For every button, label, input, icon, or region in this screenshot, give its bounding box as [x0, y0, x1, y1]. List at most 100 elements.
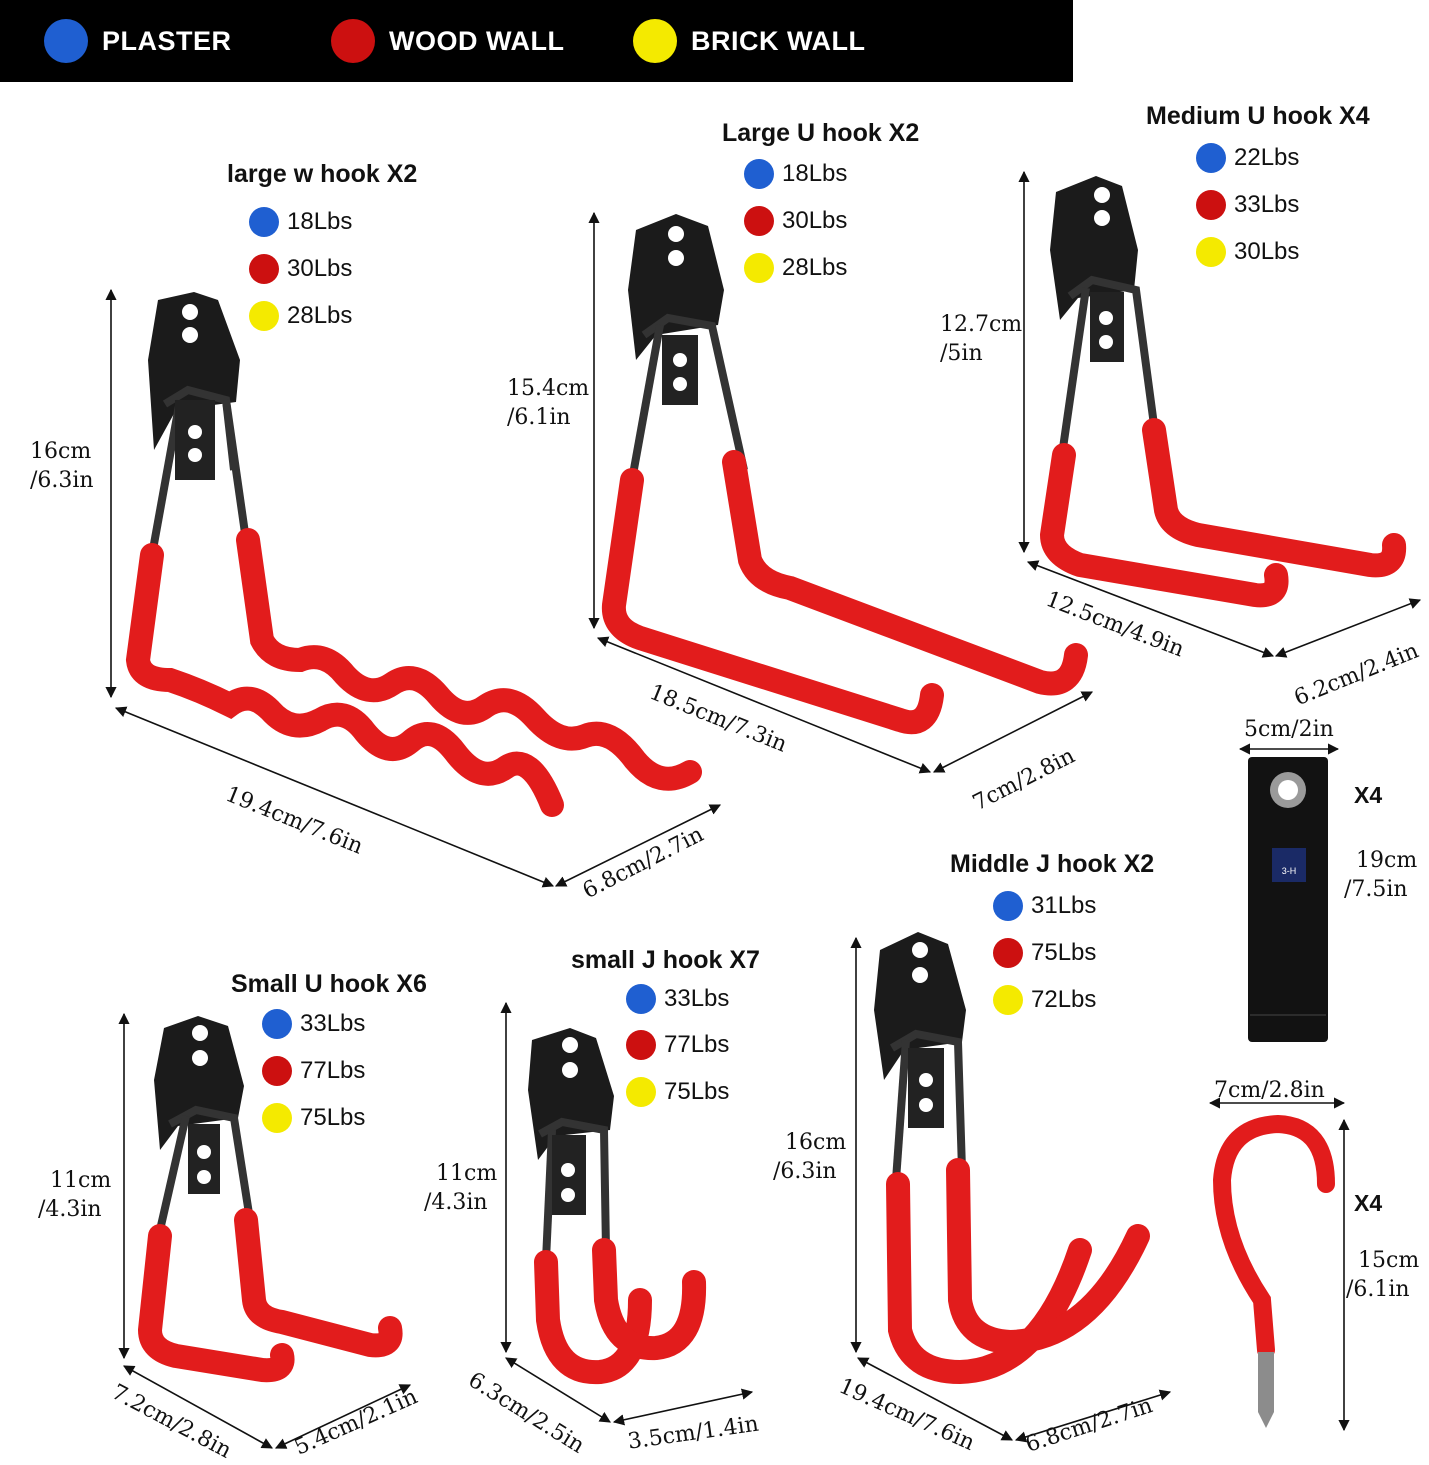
brick-wall-dot-icon — [1196, 237, 1226, 267]
wood-wall-dot-icon — [249, 254, 279, 284]
plaster-dot-icon — [993, 891, 1023, 921]
wood-wall-rating: 30Lbs — [744, 204, 847, 238]
rating-value: 30Lbs — [1234, 238, 1300, 265]
dimension-cm: 12.7cm — [940, 312, 1023, 337]
wood-wall-rating: 77Lbs — [626, 1028, 729, 1062]
plaster-rating: 22Lbs — [1196, 141, 1299, 175]
dimension-in: /6.1in — [507, 405, 571, 430]
brick-wall-dot-icon — [626, 1077, 656, 1107]
middle-j-hook-title: Middle J hook X2 — [950, 850, 1155, 878]
rating-value: 30Lbs — [287, 255, 353, 282]
brick-wall-rating: 75Lbs — [262, 1101, 365, 1135]
dimension-in: /5in — [940, 341, 983, 366]
small-j-hook-title: small J hook X7 — [571, 946, 760, 974]
rating-value: 33Lbs — [1234, 191, 1300, 218]
rating-value: 18Lbs — [782, 160, 848, 187]
legend-wood-wall: WOOD WALL — [331, 18, 564, 64]
wood-wall-rating: 30Lbs — [249, 252, 352, 286]
screw-hook-width-dimension: 7cm/2.8in — [1214, 1078, 1325, 1103]
screw-hook-image — [1212, 1114, 1335, 1428]
brick-wall-dot-icon — [633, 19, 677, 63]
brick-wall-rating: 72Lbs — [993, 983, 1096, 1017]
large-u-height-dimension: 15.4cm /6.1in — [507, 374, 589, 432]
rating-value: 31Lbs — [1031, 892, 1097, 919]
legend-plaster: PLASTER — [44, 18, 232, 64]
wood-wall-dot-icon — [1196, 190, 1226, 220]
brick-wall-rating: 28Lbs — [744, 251, 847, 285]
small-u-hook-image — [137, 1016, 403, 1383]
rating-value: 77Lbs — [300, 1057, 366, 1084]
rating-value: 28Lbs — [287, 302, 353, 329]
small-j-hook-image — [528, 1028, 707, 1385]
wood-wall-rating: 77Lbs — [262, 1054, 365, 1088]
dimension-in: /4.3in — [38, 1197, 102, 1222]
plaster-dot-icon — [249, 207, 279, 237]
large-u-hook-image — [601, 214, 1088, 735]
dimension-cm: 16cm — [30, 439, 92, 464]
rating-value: 72Lbs — [1031, 986, 1097, 1013]
rating-value: 75Lbs — [300, 1104, 366, 1131]
dimension-cm: 16cm — [785, 1130, 847, 1155]
rating-value: 77Lbs — [664, 1031, 730, 1058]
wood-wall-dot-icon — [262, 1056, 292, 1086]
plaster-rating: 31Lbs — [993, 889, 1096, 923]
rating-value: 33Lbs — [664, 985, 730, 1012]
plaster-dot-icon — [262, 1009, 292, 1039]
plaster-rating: 18Lbs — [249, 205, 352, 239]
small-u-hook-title: Small U hook X6 — [231, 970, 427, 998]
small-j-height-dimension: 11cm /4.3in — [424, 1159, 497, 1217]
plaster-dot-icon — [1196, 143, 1226, 173]
dimension-in: /6.1in — [1346, 1277, 1410, 1302]
wood-wall-rating: 75Lbs — [993, 936, 1096, 970]
medium-u-height-dimension: 12.7cm /5in — [940, 310, 1022, 368]
dimension-cm: 15cm — [1358, 1248, 1420, 1273]
legend-label: BRICK WALL — [691, 25, 866, 56]
plaster-dot-icon — [44, 19, 88, 63]
rating-value: 33Lbs — [300, 1010, 366, 1037]
dimension-cm: 11cm — [436, 1161, 498, 1186]
rating-value: 18Lbs — [287, 208, 353, 235]
brick-wall-rating: 30Lbs — [1196, 235, 1299, 269]
plaster-rating: 33Lbs — [262, 1007, 365, 1041]
screw-hook-height-dimension: 15cm /6.1in — [1346, 1246, 1419, 1304]
brick-wall-dot-icon — [993, 985, 1023, 1015]
legend-label: WOOD WALL — [389, 25, 565, 56]
dimension-cm: 11cm — [50, 1168, 112, 1193]
strap-width-dimension: 5cm/2in — [1244, 717, 1334, 742]
storage-strap-image: 3-H — [1248, 757, 1328, 1042]
medium-u-hook-image — [1039, 176, 1407, 608]
small-u-height-dimension: 11cm /4.3in — [38, 1166, 111, 1224]
large-w-height-dimension: 16cm /6.3in — [30, 437, 94, 495]
large-u-hook-title: Large U hook X2 — [722, 119, 920, 147]
rating-value: 75Lbs — [1031, 939, 1097, 966]
rating-value: 22Lbs — [1234, 144, 1300, 171]
strap-height-dimension: 19cm /7.5in — [1344, 846, 1417, 904]
plaster-rating: 18Lbs — [744, 157, 847, 191]
large-w-hook-title: large w hook X2 — [227, 160, 418, 188]
large-w-hook-image — [125, 292, 702, 817]
wood-wall-rating: 33Lbs — [1196, 188, 1299, 222]
strap-logo-text: 3-H — [1282, 866, 1297, 876]
plaster-dot-icon — [744, 159, 774, 189]
dimension-in: /7.5in — [1344, 877, 1408, 902]
plaster-rating: 33Lbs — [626, 982, 729, 1016]
middle-j-height-dimension: 16cm /6.3in — [773, 1128, 846, 1186]
dimension-in: /6.3in — [773, 1159, 837, 1184]
dimension-cm: 15.4cm — [507, 376, 590, 401]
brick-wall-rating: 28Lbs — [249, 299, 352, 333]
rating-value: 75Lbs — [664, 1078, 730, 1105]
brick-wall-dot-icon — [262, 1103, 292, 1133]
wood-wall-dot-icon — [626, 1030, 656, 1060]
legend-label: PLASTER — [102, 25, 232, 56]
medium-u-hook-title: Medium U hook X4 — [1146, 102, 1370, 130]
wood-wall-dot-icon — [993, 938, 1023, 968]
dimension-in: /4.3in — [424, 1190, 488, 1215]
brick-wall-rating: 75Lbs — [626, 1075, 729, 1109]
screw-hook-quantity: X4 — [1354, 1190, 1383, 1216]
strap-quantity: X4 — [1354, 782, 1383, 808]
rating-value: 30Lbs — [782, 207, 848, 234]
legend-brick-wall: BRICK WALL — [633, 18, 865, 64]
middle-j-hook-image — [874, 932, 1150, 1385]
brick-wall-dot-icon — [744, 253, 774, 283]
